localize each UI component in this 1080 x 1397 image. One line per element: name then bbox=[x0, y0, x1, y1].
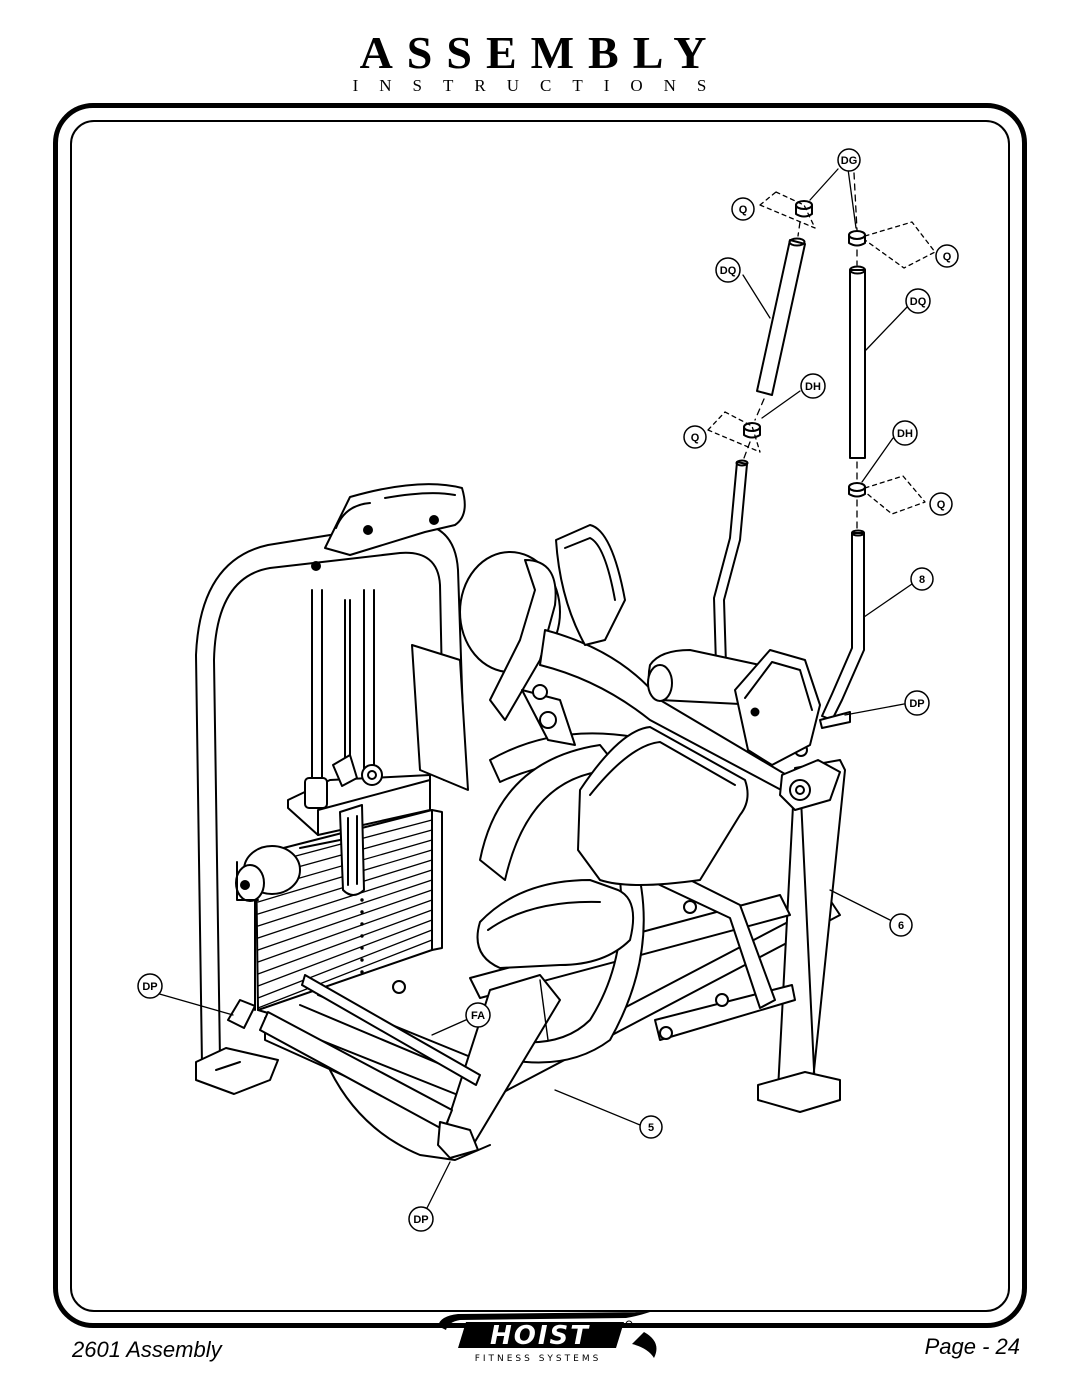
leader-lines bbox=[155, 168, 913, 1213]
callout-q: Q bbox=[683, 425, 707, 449]
callout-part-6: 6 bbox=[889, 913, 913, 937]
callout-q: Q bbox=[929, 492, 953, 516]
page-subtitle: INSTRUCTIONS bbox=[352, 76, 728, 95]
svg-text:DG: DG bbox=[841, 155, 858, 167]
callout-dh: DH bbox=[800, 373, 826, 399]
svg-text:Q: Q bbox=[943, 251, 952, 263]
callout-dp: DP bbox=[408, 1206, 434, 1232]
machine-frame bbox=[195, 483, 851, 1161]
footer-document-name: 2601 Assembly bbox=[72, 1337, 222, 1362]
svg-text:DP: DP bbox=[909, 698, 924, 710]
callout-q: Q bbox=[935, 244, 959, 268]
callout-dh: DH bbox=[892, 420, 918, 446]
callout-dp: DP bbox=[137, 973, 163, 999]
svg-text:DQ: DQ bbox=[910, 296, 927, 308]
frame-inner-border bbox=[70, 120, 1010, 1312]
svg-text:8: 8 bbox=[919, 574, 925, 586]
svg-text:FITNESS SYSTEMS: FITNESS SYSTEMS bbox=[475, 1354, 602, 1364]
callout-q: Q bbox=[731, 197, 755, 221]
svg-text:HOIST: HOIST bbox=[490, 1321, 590, 1351]
svg-text:DQ: DQ bbox=[720, 265, 737, 277]
svg-text:Q: Q bbox=[739, 204, 748, 216]
svg-text:DP: DP bbox=[413, 1214, 428, 1226]
page-title: ASSEMBLY bbox=[359, 27, 721, 78]
callout-dg: DG bbox=[837, 148, 861, 172]
hoist-logo: HOIST FITNESS SYSTEMS bbox=[438, 1312, 657, 1364]
svg-text:FA: FA bbox=[471, 1010, 485, 1022]
svg-text:DH: DH bbox=[805, 381, 821, 393]
svg-text:Q: Q bbox=[691, 432, 700, 444]
callout-labels: DG Q Q DQ DQ DH Q DH Q 8 DP 6 DP FA 5 DP bbox=[137, 148, 959, 1232]
callout-part-8: 8 bbox=[910, 567, 934, 591]
callout-dq: DQ bbox=[905, 288, 931, 314]
footer-page-number: Page - 24 bbox=[924, 1334, 1020, 1359]
svg-text:DP: DP bbox=[142, 981, 157, 993]
callout-dp: DP bbox=[904, 690, 930, 716]
svg-text:5: 5 bbox=[648, 1122, 654, 1134]
callout-dq: DQ bbox=[715, 257, 741, 283]
callout-part-5: 5 bbox=[639, 1115, 663, 1139]
svg-text:DH: DH bbox=[897, 428, 913, 440]
svg-text:Q: Q bbox=[937, 499, 946, 511]
svg-text:6: 6 bbox=[898, 920, 904, 932]
exploded-handle-parts bbox=[707, 172, 936, 721]
callout-fa: FA bbox=[465, 1002, 491, 1028]
